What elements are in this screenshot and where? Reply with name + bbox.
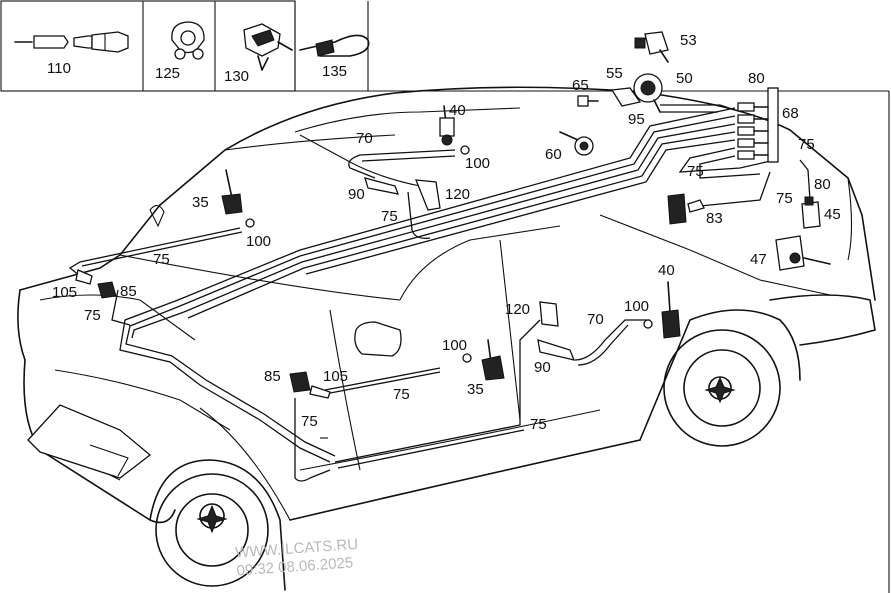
callout-80-top: 80 (748, 70, 765, 87)
part-40-door-actuator-upper[interactable] (439, 105, 455, 146)
part-60-screw[interactable] (559, 131, 594, 156)
callout-75-sill: 75 (530, 416, 547, 433)
callout-47: 47 (750, 251, 767, 268)
part-35-door-actuator-left[interactable] (221, 169, 243, 215)
part-110-icon[interactable] (14, 31, 129, 53)
callout-75-left: 75 (153, 251, 170, 268)
callout-labels: 110 125 130 135 53 55 50 65 95 60 80 68 … (47, 32, 841, 433)
legend-label-135: 135 (322, 63, 347, 80)
part-65-bolt[interactable] (577, 95, 599, 107)
part-55-bracket[interactable] (610, 87, 642, 107)
vacuum-lines (68, 104, 811, 482)
callout-75-roof: 75 (381, 208, 398, 225)
rear-flap-actuator[interactable] (667, 193, 705, 225)
part-68-distributor[interactable] (737, 87, 779, 163)
side-mirror (354, 321, 402, 357)
callout-85-centre: 85 (264, 368, 281, 385)
callout-100-top: 100 (465, 155, 490, 172)
callout-35-left: 35 (192, 194, 209, 211)
part-47-fuel-flap-actuator[interactable] (775, 235, 831, 271)
callout-35-centre: 35 (467, 381, 484, 398)
callout-70-top: 70 (356, 130, 373, 147)
part-40-door-actuator-lower[interactable] (661, 281, 681, 339)
part-100-clips[interactable] (245, 145, 653, 363)
connectors-centre[interactable] (289, 371, 331, 399)
callout-75-front: 75 (301, 413, 318, 430)
callout-50: 50 (676, 70, 693, 87)
callout-120-top: 120 (445, 186, 470, 203)
callout-85-left: 85 (120, 283, 137, 300)
callout-120-door: 120 (505, 301, 530, 318)
callout-75-rear-mid: 75 (687, 163, 704, 180)
callout-75-centre: 75 (393, 386, 410, 403)
front-wheel (149, 459, 286, 591)
part-35-door-actuator-centre[interactable] (481, 339, 505, 381)
part-120-bracket-upper[interactable] (414, 179, 441, 211)
part-135-icon[interactable] (299, 34, 370, 57)
callout-90-door: 90 (534, 359, 551, 376)
part-90-connector-upper[interactable] (364, 177, 400, 195)
callout-60: 60 (545, 146, 562, 163)
callout-100-centre: 100 (442, 337, 467, 354)
callout-75-left-low: 75 (84, 307, 101, 324)
callout-80-rear: 80 (814, 176, 831, 193)
callout-68: 68 (782, 105, 799, 122)
callout-90-top: 90 (348, 186, 365, 203)
legend-label-125: 125 (155, 65, 180, 82)
callout-55: 55 (606, 65, 623, 82)
callout-75-rear-top: 75 (798, 136, 815, 153)
part-130-icon[interactable] (243, 23, 293, 71)
legend-label-130: 130 (224, 68, 249, 85)
part-50-switchover-valve[interactable] (633, 73, 663, 113)
callout-45: 45 (824, 206, 841, 223)
car-body (17, 86, 876, 591)
legend-label-110: 110 (47, 60, 71, 77)
connectors-left-front[interactable] (75, 269, 117, 299)
part-125-icon[interactable] (171, 21, 205, 60)
callout-105-left: 105 (52, 284, 77, 301)
callout-65: 65 (572, 77, 589, 94)
part-120-bracket-lower[interactable] (539, 301, 559, 327)
callout-105-centre: 105 (323, 368, 348, 385)
rear-wheel (663, 329, 781, 447)
callout-40-top: 40 (449, 102, 466, 119)
callout-100-left: 100 (246, 233, 271, 250)
callout-95: 95 (628, 111, 645, 128)
callout-40-door: 40 (658, 262, 675, 279)
components (75, 31, 831, 399)
callout-53: 53 (680, 32, 697, 49)
watermark: WWW.ILCATS.RU 09:32 08.06.2025 (235, 536, 359, 579)
callout-100-door: 100 (624, 298, 649, 315)
callout-70-door: 70 (587, 311, 604, 328)
part-45-actuator[interactable] (801, 196, 821, 229)
part-53-actuator[interactable] (634, 31, 669, 63)
part-90-connector-lower[interactable] (537, 339, 576, 361)
callout-75-rear-low: 75 (776, 190, 793, 207)
callout-83: 83 (706, 210, 723, 227)
